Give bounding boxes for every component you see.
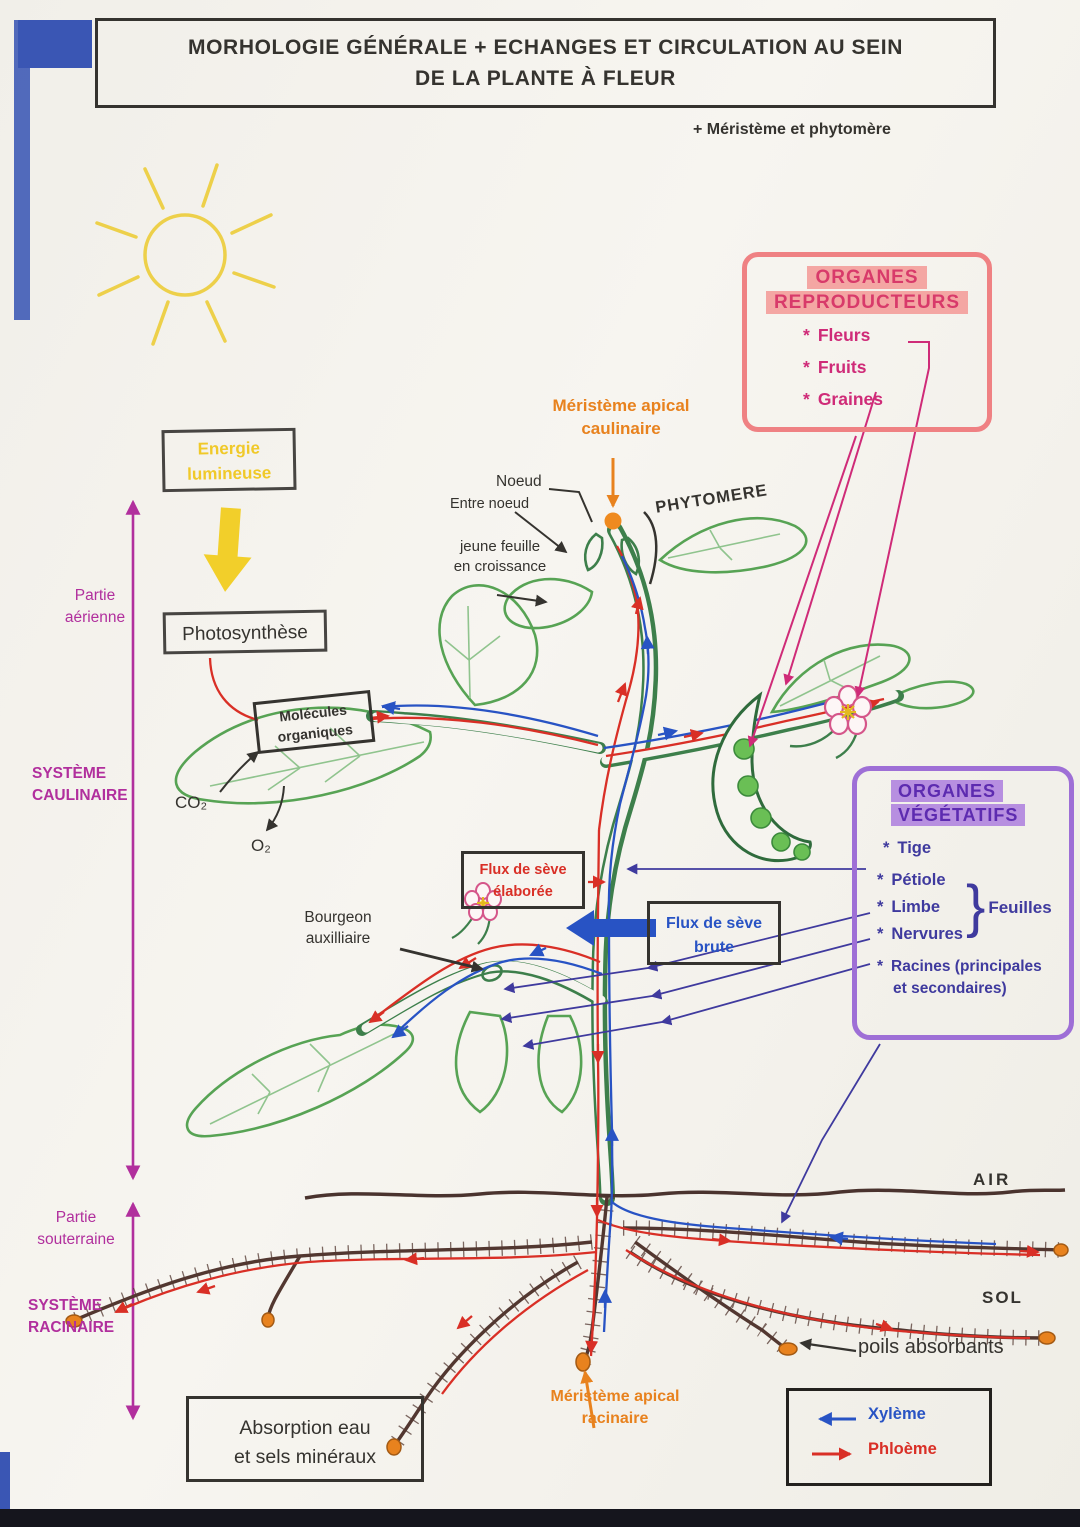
veg-title-line2: VÉGÉTATIFS xyxy=(891,804,1069,826)
meristeme-racinaire-label: Méristème apical racinaire xyxy=(512,1386,718,1429)
binder-tab xyxy=(18,20,92,68)
energie-lumineuse-box: Energie lumineuse xyxy=(161,427,297,493)
entre-noeud-label: Entre noeud xyxy=(450,496,530,512)
asterisk-icon: * xyxy=(877,898,884,916)
systeme-racinaire-line1: SYSTÈME xyxy=(28,1297,103,1314)
veg-title-line1: ORGANES xyxy=(891,780,1069,802)
stem xyxy=(356,522,904,1206)
title-line2: DE LA PLANTE À FLEUR xyxy=(415,66,676,90)
organes-reproducteurs-box: ORGANES REPRODUCTEURS *Fleurs *Fruits *G… xyxy=(742,252,992,432)
o2-label: O₂ xyxy=(251,836,271,855)
flux-elab-line2: élaborée xyxy=(493,884,553,901)
repro-item-graines: *Graines xyxy=(803,389,883,409)
air-label: AIR xyxy=(973,1170,1012,1189)
sol-label: SOL xyxy=(982,1288,1023,1307)
fruit-pod xyxy=(711,691,812,863)
veg-item-nervures: *Nervures xyxy=(877,925,963,943)
flux-seve-brute-box: Flux de sève brute xyxy=(647,901,781,965)
absorption-line1: Absorption eau xyxy=(239,1417,371,1439)
partie-souterraine-label: Partie souterraine xyxy=(18,1207,134,1250)
brute-flow-arrow xyxy=(566,910,656,946)
partie-aerienne-line2: aérienne xyxy=(64,608,126,626)
light-arrow-icon xyxy=(203,507,252,592)
leaf-veins xyxy=(209,529,881,1125)
bourgeon-line1: Bourgeon xyxy=(304,909,372,926)
partie-aerienne-label: Partie aérienne xyxy=(40,585,150,628)
systeme-caulinaire-line2: CAULINAIRE xyxy=(32,787,128,805)
meristeme-caulinaire-label: Méristème apical caulinaire xyxy=(515,395,727,441)
asterisk-icon: * xyxy=(803,357,810,377)
organes-vegetatifs-box: ORGANES VÉGÉTATIFS *Tige *Pétiole *Limbe… xyxy=(852,766,1074,1040)
page-bottom-edge xyxy=(0,1509,1080,1527)
legend-xyleme-label: Xylème xyxy=(868,1405,926,1423)
asterisk-icon: * xyxy=(803,325,810,345)
meristeme-racinaire-line1: Méristème apical xyxy=(550,1388,680,1405)
poils-absorbants-label: poils absorbants xyxy=(858,1336,1004,1358)
jeune-feuille-label: jeune feuille en croissance xyxy=(432,537,568,578)
feuilles-label: Feuilles xyxy=(988,897,1052,917)
veg-item-petiole: *Pétiole xyxy=(877,871,946,889)
energie-line1: Energie xyxy=(197,438,261,459)
asterisk-icon: * xyxy=(803,389,810,409)
asterisk-icon: * xyxy=(877,958,884,975)
sun-icon xyxy=(95,163,276,346)
partie-souterraine-line1: Partie xyxy=(55,1209,97,1226)
repro-item-fruits: *Fruits xyxy=(803,357,867,377)
flux-elab-line1: Flux de sève xyxy=(479,862,567,878)
asterisk-icon: * xyxy=(877,925,884,943)
repro-title-line1: ORGANES xyxy=(747,266,987,289)
photosynthese-box: Photosynthèse xyxy=(162,609,328,655)
systeme-caulinaire-label: SYSTÈME CAULINAIRE xyxy=(32,763,128,808)
veg-item-tige: *Tige xyxy=(883,839,932,857)
veg-arrows xyxy=(500,863,881,1224)
systeme-racinaire-label: SYSTÈME RACINAIRE xyxy=(28,1295,114,1340)
jeune-feuille-line1: jeune feuille xyxy=(459,538,541,555)
meristeme-caulinaire-line1: Méristème apical xyxy=(552,396,690,415)
soil-line xyxy=(304,1188,1066,1200)
partie-souterraine-line2: souterraine xyxy=(37,1230,115,1248)
absorption-line2: et sels minéraux xyxy=(234,1446,376,1469)
repro-title-line2: REPRODUCTEURS xyxy=(747,291,987,314)
apical-meristem-dot xyxy=(604,512,622,530)
veg-item-limbe: *Limbe xyxy=(877,898,941,916)
co2-label: CO₂ xyxy=(175,793,208,812)
energie-line2: lumineuse xyxy=(187,462,272,484)
bourgeon-label: Bourgeon auxilliaire xyxy=(258,908,418,950)
legend-box xyxy=(786,1388,992,1486)
meristeme-caulinaire-line2: caulinaire xyxy=(581,418,661,438)
repro-arrows xyxy=(747,341,930,748)
legend-phloeme-label: Phloème xyxy=(868,1440,937,1458)
seeds xyxy=(733,738,811,861)
flux-seve-elaboree-box: Flux de sève élaborée xyxy=(461,851,585,909)
flux-brute-line1: Flux de sève xyxy=(665,915,763,932)
bourgeon-line2: auxilliaire xyxy=(305,929,371,947)
subtitle: + Méristème et phytomère xyxy=(693,121,891,138)
veg-leaf-group: *Pétiole *Limbe *Nervures } Feuilles xyxy=(877,867,1069,948)
systeme-caulinaire-line1: SYSTÈME xyxy=(32,765,107,782)
flower-right xyxy=(789,684,873,760)
title-box: MORHOLOGIE GÉNÉRALE + ECHANGES ET CIRCUL… xyxy=(95,18,996,108)
veg-item-racines: *Racines (principales et secondaires) xyxy=(877,958,1042,997)
brace-icon: } xyxy=(965,874,986,939)
annotations-black xyxy=(219,488,857,1353)
asterisk-icon: * xyxy=(883,839,890,857)
flux-brute-line2: brute xyxy=(694,939,734,956)
meristeme-racinaire-line2: racinaire xyxy=(581,1409,649,1427)
legend-arrows xyxy=(812,1412,856,1461)
systeme-racinaire-line2: RACINAIRE xyxy=(28,1319,115,1337)
jeune-feuille-line2: en croissance xyxy=(453,558,547,576)
binder-strip-bottom xyxy=(0,1452,10,1527)
noeud-label: Noeud xyxy=(496,473,542,490)
xylem-arrows xyxy=(380,634,849,1308)
title-line1: MORHOLOGIE GÉNÉRALE + ECHANGES ET CIRCUL… xyxy=(188,35,903,59)
absorption-box: Absorption eau et sels minéraux xyxy=(186,1396,424,1482)
root-tips xyxy=(65,1243,1069,1456)
repro-item-fleurs: *Fleurs xyxy=(803,325,871,345)
meristem-arrows xyxy=(580,458,620,1429)
asterisk-icon: * xyxy=(877,871,884,889)
partie-aerienne-line1: Partie xyxy=(74,587,116,604)
binder-strip xyxy=(14,20,30,320)
